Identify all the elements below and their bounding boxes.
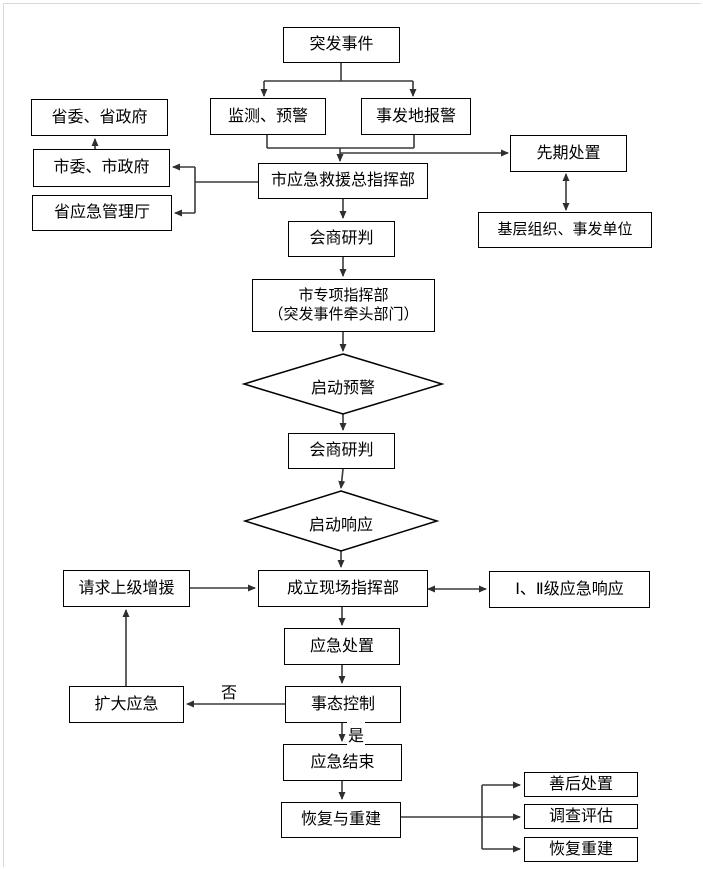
node-consultation-1: 会商研判 (288, 221, 395, 257)
edge-label-yes: 是 (347, 722, 366, 746)
node-monitoring-warning: 监测、预警 (210, 98, 326, 135)
special-headquarters-line2: （突发事件牵头部门） (268, 305, 419, 323)
node-aftermath-disposal: 善后处置 (524, 772, 638, 797)
node-level-response: Ⅰ、Ⅱ级应急响应 (489, 571, 650, 608)
node-emergency-disposal: 应急处置 (284, 628, 400, 665)
node-situation-control: 事态控制 (285, 686, 401, 723)
edges (91, 63, 570, 853)
node-grassroots-units: 基层组织、事发单位 (478, 212, 652, 248)
edge-label-no: 否 (220, 679, 239, 703)
decision-shapes (241, 353, 445, 552)
node-activate-response: 启动响应 (308, 517, 373, 534)
special-headquarters-line1: 市专项指挥部 (298, 286, 389, 304)
node-activate-warning: 启动预警 (310, 380, 375, 397)
activate-response-diamond (242, 490, 440, 552)
node-onsite-headquarters: 成立现场指挥部 (258, 570, 428, 607)
node-provincial-committee-government: 省委、省政府 (31, 99, 168, 136)
node-special-headquarters: 市专项指挥部 （突发事件牵头部门） (252, 279, 435, 332)
node-request-reinforcement: 请求上级增援 (63, 570, 190, 607)
node-provincial-emergency-dept: 省应急管理厅 (32, 195, 172, 231)
node-municipal-committee-government: 市委、市政府 (33, 149, 170, 187)
node-initial-disposal: 先期处置 (510, 135, 627, 172)
activate-warning-diamond (241, 353, 445, 415)
node-recovery-reconstruction: 恢复与重建 (281, 802, 401, 838)
node-municipal-rescue-headquarters: 市应急救援总指挥部 (258, 163, 428, 199)
node-incident-site-alarm: 事发地报警 (361, 98, 471, 135)
node-emergency-end: 应急结束 (283, 744, 402, 781)
node-consultation-2: 会商研判 (288, 433, 395, 469)
node-investigation-evaluation: 调查评估 (524, 804, 638, 829)
node-restore-rebuild: 恢复重建 (524, 837, 638, 862)
node-expand-emergency: 扩大应急 (69, 686, 184, 723)
node-emergency-event: 突发事件 (283, 27, 400, 63)
